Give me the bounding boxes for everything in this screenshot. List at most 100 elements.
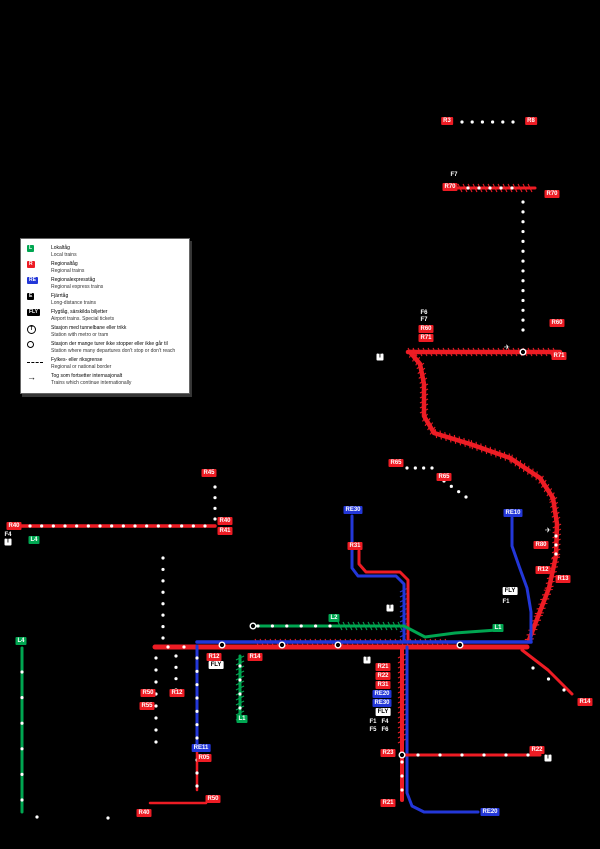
station-dot (521, 269, 525, 273)
station-dot (400, 774, 404, 778)
interchange-station-ring (519, 348, 527, 356)
line-badge-f5: F5 (369, 727, 377, 733)
station-dot (554, 552, 558, 556)
station-dot (413, 466, 417, 470)
station-dot (521, 220, 525, 224)
station-dot (161, 636, 165, 640)
line-type-badge-r: R (27, 261, 35, 268)
station-dot (161, 590, 165, 594)
line-badge-r80: R80 (533, 541, 549, 549)
line-badge-r55: R55 (139, 702, 155, 710)
station-dot (299, 624, 303, 628)
station-dot (521, 289, 525, 293)
station-dot (145, 524, 149, 528)
line-badge-r31: R31 (375, 681, 391, 689)
station-dot (438, 753, 442, 757)
station-dot (430, 466, 434, 470)
station-dot (121, 524, 125, 528)
station-dot (98, 524, 102, 528)
station-dot (213, 506, 217, 510)
line-badge-r71: R71 (551, 352, 567, 360)
line-badge-r22: R22 (529, 746, 545, 754)
station-dot (526, 753, 530, 757)
route-re30-line (350, 514, 406, 643)
station-dot (504, 753, 508, 757)
line-badge-re30: RE30 (372, 699, 392, 707)
line-badge-r71: R71 (418, 334, 434, 342)
station-dot (449, 484, 453, 488)
line-badge-fly: FLY (502, 587, 518, 595)
station-dot (562, 688, 566, 692)
line-badge-r31: R31 (347, 542, 363, 550)
line-badge-r70: R70 (544, 190, 560, 198)
metro-symbol-icon: T (27, 325, 47, 334)
station-dot (195, 709, 199, 713)
station-dot (154, 680, 158, 684)
station-dot (161, 556, 165, 560)
station-dot (238, 678, 242, 682)
station-dot (133, 524, 137, 528)
line-badge-l1: L1 (492, 624, 504, 632)
station-dot (20, 798, 24, 802)
station-dot (488, 186, 492, 190)
line-badge-r12: R12 (169, 689, 185, 697)
station-dot (195, 784, 199, 788)
station-dot (470, 120, 474, 124)
skip-station-icon (27, 341, 47, 348)
line-badge-f6: F6 (381, 727, 389, 733)
station-dot (161, 613, 165, 617)
station-dot (521, 249, 525, 253)
line-badge-r40: R40 (136, 809, 152, 817)
metro-tram-marker: T (386, 604, 394, 612)
station-dot (460, 120, 464, 124)
line-type-badge-l: L (27, 245, 35, 252)
station-dot (174, 677, 178, 681)
station-dot (154, 656, 158, 660)
station-dot (86, 524, 90, 528)
station-dot (195, 723, 199, 727)
route-re10-line (510, 516, 533, 643)
station-dot (213, 496, 217, 500)
station-dot (480, 120, 484, 124)
line-badge-f1: F1 (369, 719, 377, 725)
station-dot (521, 279, 525, 283)
station-dot (161, 602, 165, 606)
station-dot (20, 721, 24, 725)
line-badge-f4: F4 (4, 532, 12, 538)
station-dot (161, 567, 165, 572)
line-badge-r12: R12 (206, 653, 222, 661)
line-badge-re20: RE20 (372, 690, 392, 698)
station-dot (213, 517, 217, 521)
station-dot (195, 683, 199, 687)
station-dot (195, 736, 199, 740)
station-dot (554, 543, 558, 547)
station-dot (400, 788, 404, 792)
metro-tram-marker: T (376, 353, 384, 361)
station-dot (195, 771, 199, 775)
legend-item: Stasjon der mange turer ikke stopper ell… (27, 341, 183, 354)
route-r31-line (357, 549, 410, 643)
line-type-badge-fly: FLY (27, 309, 40, 316)
line-badge-r21: R21 (375, 663, 391, 671)
line-type-badge-e: E (27, 293, 35, 300)
station-dot (464, 495, 468, 499)
station-dot (405, 466, 409, 470)
station-dot (510, 186, 514, 190)
station-dot (400, 760, 404, 764)
station-dot (20, 670, 24, 674)
station-dot (521, 200, 525, 204)
station-dot (161, 624, 165, 629)
route-red-east-descent (407, 349, 560, 643)
interchange-station-ring (218, 641, 226, 649)
